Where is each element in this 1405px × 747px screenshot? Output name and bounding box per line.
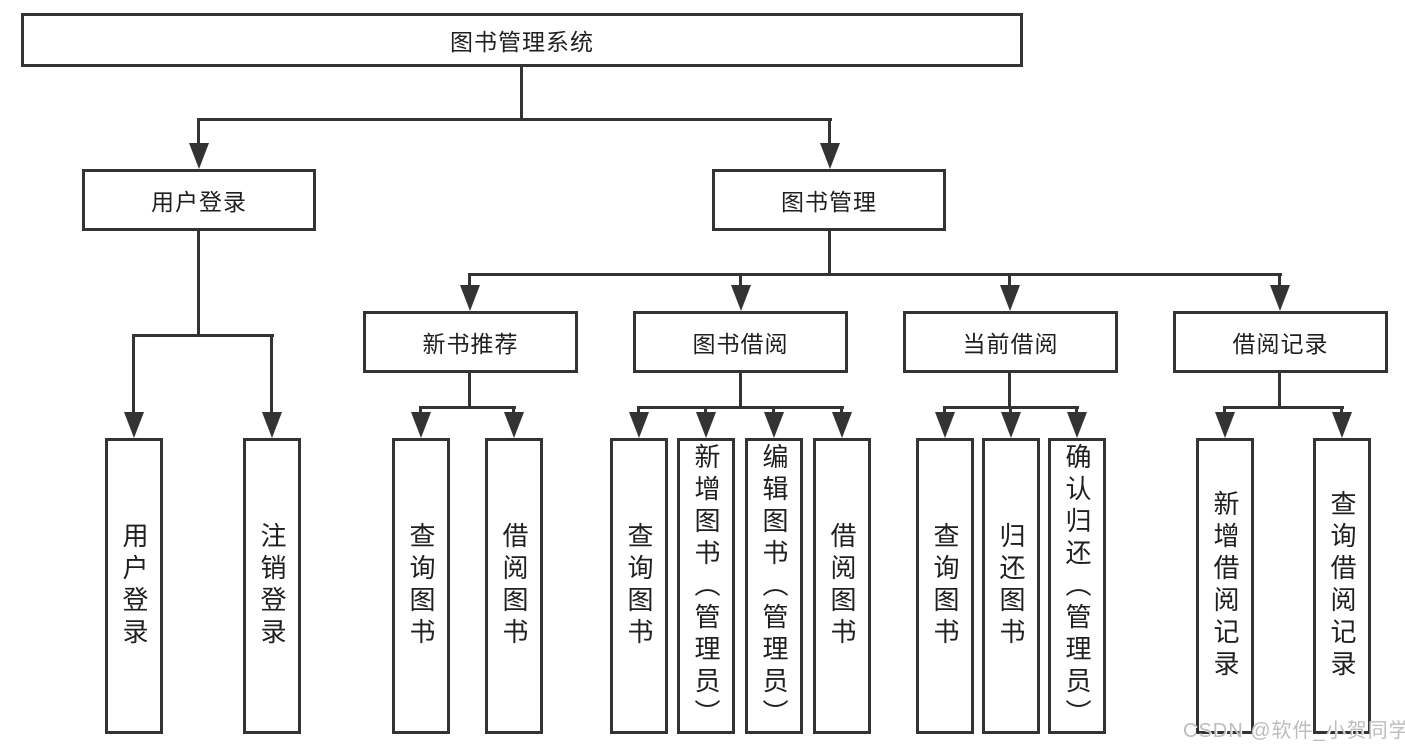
connector-line-h: [197, 118, 832, 121]
connector-line-h: [419, 406, 516, 409]
connector-line-v: [943, 406, 946, 415]
leaf-add-book-admin: 新增图书（管理员）: [677, 438, 735, 734]
connector-line-v: [1008, 273, 1011, 287]
node-current-borrowing: 当前借阅: [903, 311, 1118, 373]
node-label: 借阅图书: [499, 522, 529, 650]
leaf-query-books-current: 查询图书: [916, 438, 974, 734]
leaf-confirm-return-admin: 确认归还（管理员）: [1048, 438, 1106, 734]
arrow-down-icon: [1001, 412, 1021, 438]
node-label: 借阅图书: [827, 522, 857, 650]
connector-line-v: [828, 231, 831, 276]
leaf-query-books-recommend: 查询图书: [392, 438, 450, 734]
connector-line-v: [840, 406, 843, 415]
node-book-borrowing: 图书借阅: [633, 311, 848, 373]
connector-line-v: [197, 231, 200, 335]
leaf-query-books-borrowing: 查询图书: [610, 438, 668, 734]
node-user-login: 用户登录: [82, 169, 316, 231]
connector-line-v: [1278, 371, 1281, 409]
node-label: 借阅记录: [1232, 331, 1329, 357]
node-borrowing-records: 借阅记录: [1173, 311, 1388, 373]
node-library-management-system: 图书管理系统: [21, 13, 1023, 67]
node-label: 图书管理: [781, 189, 877, 215]
arrow-down-icon: [1215, 412, 1235, 438]
node-label: 用户登录: [151, 189, 247, 215]
connector-line-h: [1223, 406, 1344, 409]
leaf-borrow-books-borrowing: 借阅图书: [813, 438, 871, 734]
arrow-down-icon: [696, 412, 716, 438]
arrow-down-icon: [832, 412, 852, 438]
connector-line-v: [1223, 406, 1226, 415]
node-label: 注销登录: [257, 522, 287, 650]
arrow-down-icon: [629, 412, 649, 438]
arrow-down-icon: [1332, 412, 1352, 438]
leaf-add-borrow-record: 新增借阅记录: [1196, 438, 1254, 734]
node-book-management: 图书管理: [712, 169, 946, 231]
connector-line-v: [1009, 406, 1012, 415]
arrow-down-icon: [411, 412, 431, 438]
arrow-down-icon: [935, 412, 955, 438]
node-label: 图书管理系统: [450, 29, 594, 55]
connector-line-h: [637, 406, 844, 409]
connector-line-h: [133, 334, 274, 337]
connector-line-v: [270, 334, 273, 414]
connector-line-v: [197, 118, 200, 145]
leaf-borrow-books-recommend: 借阅图书: [485, 438, 543, 734]
connector-line-h: [468, 273, 1282, 276]
node-label: 查询图书: [930, 522, 960, 650]
csdn-watermark: CSDN @软件_小贺同学: [1183, 720, 1405, 742]
connector-line-v: [132, 334, 135, 414]
connector-line-v: [772, 406, 775, 415]
connector-line-v: [637, 406, 640, 415]
node-label: 查询图书: [406, 522, 436, 650]
node-label: 查询图书: [624, 522, 654, 650]
node-label: 新增借阅记录: [1210, 490, 1240, 682]
connector-line-v: [739, 371, 742, 409]
arrow-down-icon: [262, 412, 282, 438]
node-label: 确认归还（管理员）: [1062, 443, 1092, 731]
arrow-down-icon: [504, 412, 524, 438]
connector-line-v: [419, 406, 422, 415]
connector-line-v: [704, 406, 707, 415]
leaf-return-book: 归还图书: [982, 438, 1040, 734]
node-label: 用户登录: [119, 522, 149, 650]
node-label: 图书借阅: [692, 331, 789, 357]
leaf-edit-book-admin: 编辑图书（管理员）: [745, 438, 803, 734]
arrow-down-icon: [764, 412, 784, 438]
connector-line-v: [1008, 371, 1011, 409]
connector-line-v: [739, 273, 742, 287]
node-label: 查询借阅记录: [1327, 490, 1357, 682]
node-label: 编辑图书（管理员）: [759, 443, 789, 731]
connector-line-v: [468, 273, 471, 287]
arrow-down-icon: [1000, 285, 1020, 311]
arrow-down-icon: [731, 285, 751, 311]
arrow-down-icon: [460, 285, 480, 311]
connector-line-v: [468, 371, 471, 409]
leaf-user-login: 用户登录: [105, 438, 163, 734]
connector-line-v: [520, 65, 523, 119]
node-new-book-recommendation: 新书推荐: [363, 311, 578, 373]
arrow-down-icon: [1270, 285, 1290, 311]
leaf-query-borrow-record: 查询借阅记录: [1313, 438, 1371, 734]
connector-line-v: [1075, 406, 1078, 415]
leaf-logout: 注销登录: [243, 438, 301, 734]
arrow-down-icon: [1067, 412, 1087, 438]
connector-line-v: [1340, 406, 1343, 415]
node-label: 归还图书: [996, 522, 1026, 650]
node-label: 新书推荐: [422, 331, 519, 357]
node-label: 新增图书（管理员）: [691, 443, 721, 731]
arrow-down-icon: [820, 143, 840, 169]
connector-line-v: [512, 406, 515, 415]
arrow-down-icon: [189, 143, 209, 169]
arrow-down-icon: [124, 412, 144, 438]
connector-line-v: [1278, 273, 1281, 287]
connector-line-v: [828, 118, 831, 145]
node-label: 当前借阅: [962, 331, 1059, 357]
